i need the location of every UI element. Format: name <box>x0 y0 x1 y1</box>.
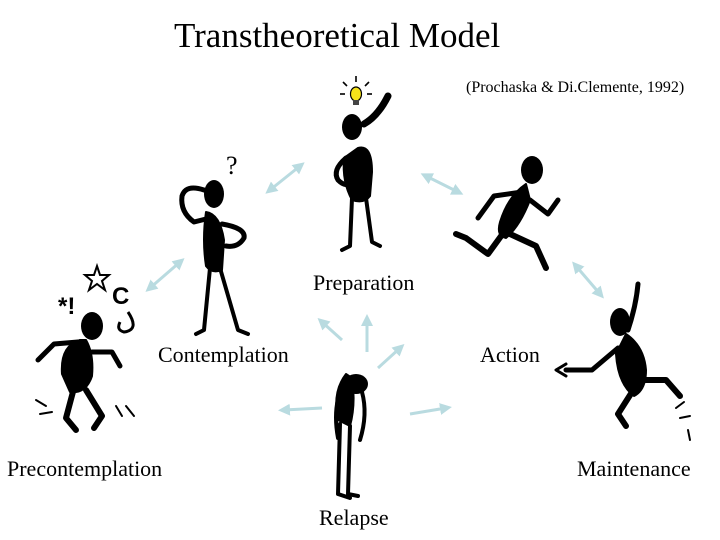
arrow-relapse-contemplation <box>317 317 344 342</box>
leaping-stick-figure-icon <box>554 281 691 441</box>
swirl-icon <box>117 311 135 334</box>
running-stick-figure-icon <box>453 156 561 271</box>
frustrated-stick-figure-icon: *! C <box>35 262 135 433</box>
arrow-relapse-maintenance <box>409 403 452 416</box>
stage-label-relapse: Relapse <box>319 505 389 530</box>
stage-label-action: Action <box>480 342 540 367</box>
slumped-stick-figure-icon <box>334 373 368 500</box>
stage-label-precontemplation: Precontemplation <box>7 456 163 481</box>
arrow-precontemplation-contemplation <box>145 258 185 292</box>
lightbulb-icon <box>340 76 372 105</box>
arrow-relapse-precontemplation <box>278 403 323 416</box>
stage-label-maintenance: Maintenance <box>577 456 691 481</box>
star-icon <box>82 262 112 293</box>
arrow-action-maintenance <box>572 261 604 299</box>
curl-symbol: C <box>112 283 129 310</box>
page-title: Transtheoretical Model <box>174 16 501 55</box>
arrow-contemplation-preparation <box>265 162 305 194</box>
thinking-stick-figure-icon: ? <box>179 151 250 336</box>
arrow-relapse-action <box>376 343 405 370</box>
question-mark-symbol: ? <box>226 151 238 180</box>
stage-label-contemplation: Contemplation <box>158 342 289 367</box>
stage-label-preparation: Preparation <box>313 270 415 295</box>
arrow-preparation-action <box>420 173 464 195</box>
lightbulb-idea-stick-figure-icon <box>333 76 392 252</box>
citation: (Prochaska & Di.Clemente, 1992) <box>466 79 685 96</box>
cycle-arrows <box>145 162 604 416</box>
exclaim-symbol: *! <box>58 293 75 320</box>
